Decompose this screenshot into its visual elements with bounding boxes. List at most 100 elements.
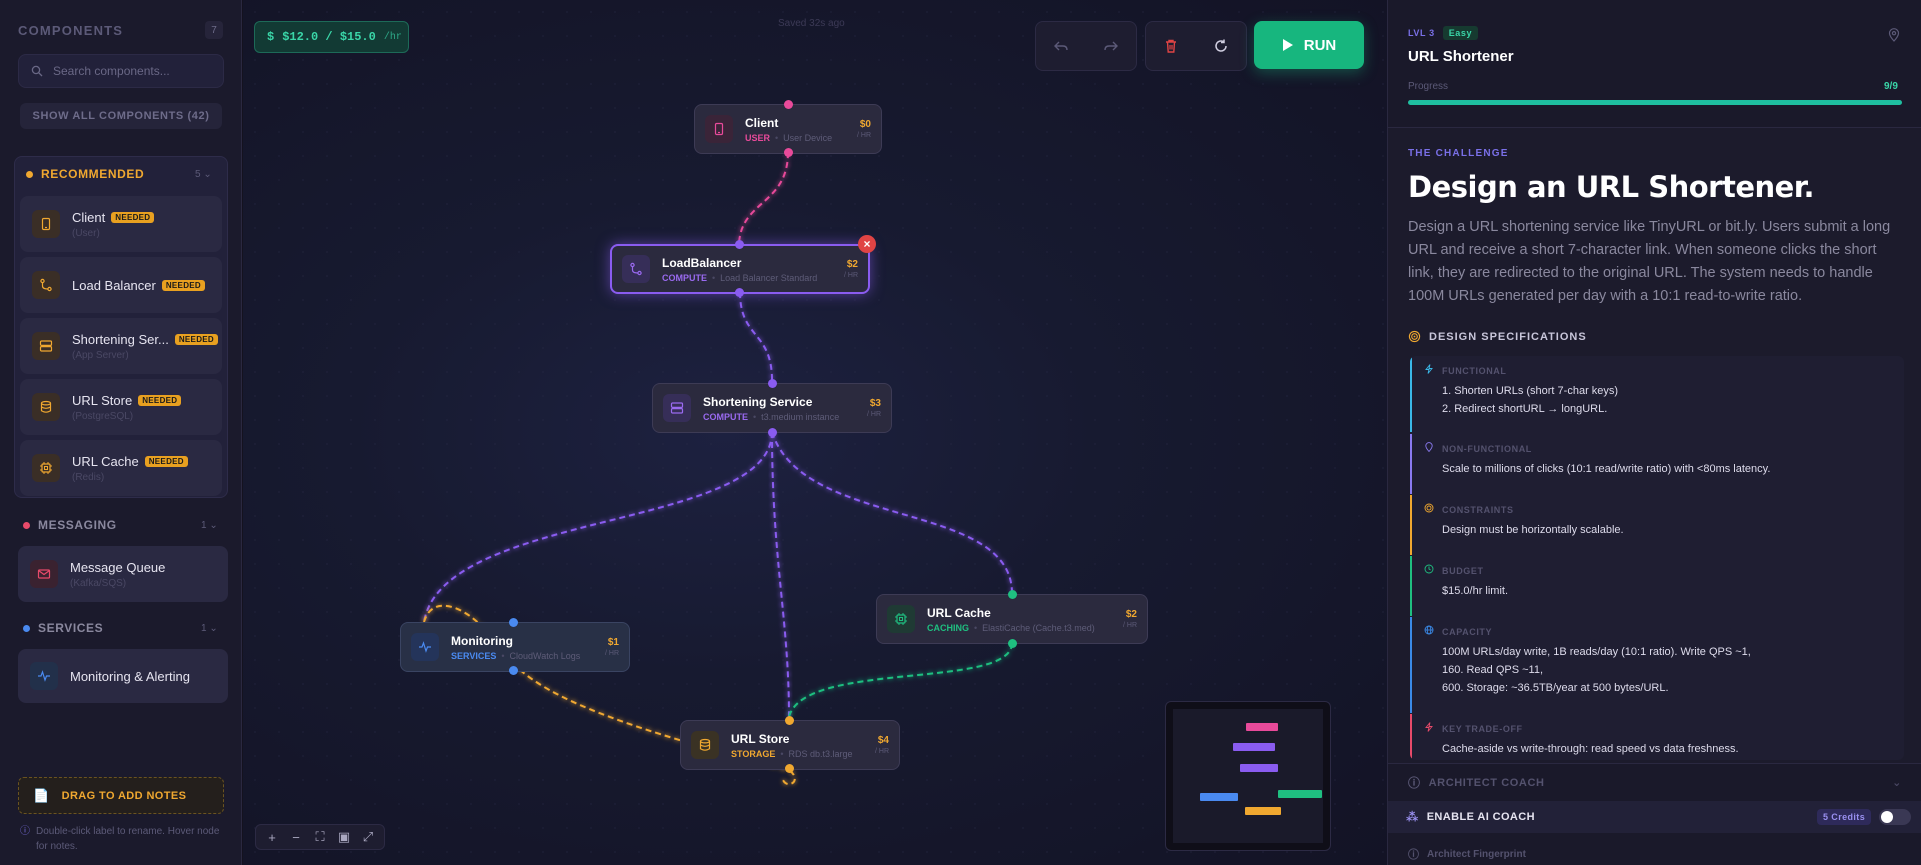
specs-list[interactable]: FUNCTIONAL 1. Shorten URLs (short 7-char…: [1410, 356, 1904, 760]
handle-cache-top[interactable]: [1008, 590, 1017, 599]
node-name: Client: [745, 115, 779, 130]
server-icon: [32, 332, 60, 360]
show-all-components-button[interactable]: SHOW ALL COMPONENTS (42): [20, 103, 222, 129]
progress-bar: [1408, 100, 1902, 105]
redo-button[interactable]: [1097, 32, 1125, 60]
design-canvas[interactable]: $ $12.0 / $15.0 /hr Saved 32s ago RUN Cl…: [243, 0, 1387, 865]
trash-icon: [1166, 39, 1176, 53]
delete-button[interactable]: [1157, 32, 1185, 60]
cpu-icon: [32, 454, 60, 482]
budget-unit: /hr: [383, 31, 402, 43]
handle-store-top[interactable]: [785, 716, 794, 725]
node-cost: $1/ HR: [605, 637, 619, 657]
architect-coach-header[interactable]: ⓘ ARCHITECT COACH ⌄: [1408, 774, 1902, 791]
reset-button[interactable]: [1207, 32, 1235, 60]
enable-coach-row[interactable]: ⁂ ENABLE AI COACH 5 Credits: [1388, 801, 1921, 833]
handle-client-bottom[interactable]: [784, 148, 793, 157]
run-button[interactable]: RUN: [1254, 21, 1364, 69]
node-desc: ElastiCache (Cache.t3.med): [982, 622, 1095, 633]
handle-monitoring-top[interactable]: [509, 618, 518, 627]
progress-count: 9/9: [1884, 81, 1898, 92]
search-icon: [31, 65, 43, 77]
component-message-queue[interactable]: Message Queue(Kafka/SQS): [18, 546, 228, 602]
edge-monitoring-store: [423, 604, 796, 786]
spec-line: Cache-aside vs write-through: read speed…: [1442, 743, 1739, 755]
play-icon: [1282, 39, 1293, 51]
recommended-header[interactable]: RECOMMENDED: [26, 167, 144, 181]
messaging-header[interactable]: MESSAGING: [23, 518, 117, 532]
node-category: USER: [745, 132, 771, 143]
node-desc: RDS db.t3.large: [788, 748, 853, 759]
component-sub: (PostgreSQL): [72, 410, 134, 422]
spec-category: CONSTRAINTS: [1442, 505, 1514, 515]
node-category: CACHING: [927, 622, 969, 633]
undo-button[interactable]: [1047, 32, 1075, 60]
lightning-icon: [1425, 722, 1433, 732]
spec-line: Scale to millions of clicks (10:1 read/w…: [1442, 463, 1771, 475]
handle-store-bottom[interactable]: [785, 764, 794, 773]
needed-badge: NEEDED: [161, 279, 205, 291]
services-count: 1 ⌄: [201, 623, 218, 634]
zoom-out-icon[interactable]: −: [292, 829, 300, 845]
edge-lb-shortening: [739, 291, 774, 384]
coach-toggle[interactable]: [1879, 809, 1911, 825]
fullscreen-icon[interactable]: ⤢: [362, 829, 374, 844]
load-balancer-icon: [622, 255, 650, 283]
services-dot: [23, 624, 30, 632]
handle-monitoring-bottom[interactable]: [509, 666, 518, 675]
node-desc: Load Balancer Standard: [720, 272, 818, 283]
fit-view-icon[interactable]: ⛶: [315, 829, 325, 844]
note-icon: 📄: [33, 787, 50, 803]
coach-section: ⓘ ARCHITECT COACH ⌄ ⁂ ENABLE AI COACH 5 …: [1388, 763, 1921, 865]
handle-client-top[interactable]: [784, 100, 793, 109]
refresh-icon: [1215, 39, 1227, 52]
components-sidebar: COMPONENTS 7 SHOW ALL COMPONENTS (42) RE…: [0, 0, 242, 865]
node-name: URL Cache: [927, 605, 991, 620]
zoom-in-icon[interactable]: +: [268, 829, 276, 845]
component-search[interactable]: [18, 54, 224, 88]
spec-non-functional: NON-FUNCTIONAL Scale to millions of clic…: [1410, 434, 1904, 494]
services-header[interactable]: SERVICES: [23, 621, 103, 635]
activity-icon: [411, 633, 439, 661]
spec-functional: FUNCTIONAL 1. Shorten URLs (short 7-char…: [1410, 356, 1904, 432]
handle-cache-bottom[interactable]: [1008, 639, 1017, 648]
progress-label: Progress: [1408, 81, 1449, 92]
challenge-title: Design an URL Shortener.: [1408, 170, 1815, 204]
minimap-node-shortening: [1240, 764, 1278, 772]
spec-line: $15.0/hr limit.: [1442, 585, 1509, 597]
info-icon: ⓘ: [20, 826, 30, 837]
handle-shortening-bottom[interactable]: [768, 428, 777, 437]
node-desc: CloudWatch Logs: [509, 650, 581, 661]
search-input[interactable]: [53, 64, 213, 78]
lock-icon[interactable]: ▣: [337, 829, 351, 844]
spec-budget: BUDGET $15.0/hr limit.: [1410, 556, 1904, 616]
component-sub: (Redis): [72, 471, 105, 483]
minimap[interactable]: [1165, 701, 1331, 851]
component-shortening-service[interactable]: Shortening Ser...NEEDED(App Server): [20, 318, 222, 374]
component-monitoring[interactable]: Monitoring & Alerting: [18, 649, 228, 703]
fingerprint-label: Architect Fingerprint: [1427, 848, 1526, 860]
edge-shortening-store: [771, 431, 790, 718]
location-pin-icon[interactable]: [1887, 28, 1901, 42]
handle-lb-bottom[interactable]: [735, 288, 744, 297]
node-desc: User Device: [783, 132, 833, 143]
drag-notes-button[interactable]: 📄 DRAG TO ADD NOTES: [18, 777, 224, 814]
handle-shortening-top[interactable]: [768, 379, 777, 388]
spec-capacity: CAPACITY 100M URLs/day write, 1B reads/d…: [1410, 617, 1904, 713]
credits-badge: 5 Credits: [1817, 809, 1872, 825]
messaging-count: 1 ⌄: [201, 520, 218, 531]
delete-node-button[interactable]: ×: [858, 235, 876, 253]
handle-lb-top[interactable]: [735, 240, 744, 249]
edit-toolbar: [1145, 21, 1247, 71]
fingerprint-row[interactable]: ⓘ Architect Fingerprint: [1408, 846, 1526, 862]
